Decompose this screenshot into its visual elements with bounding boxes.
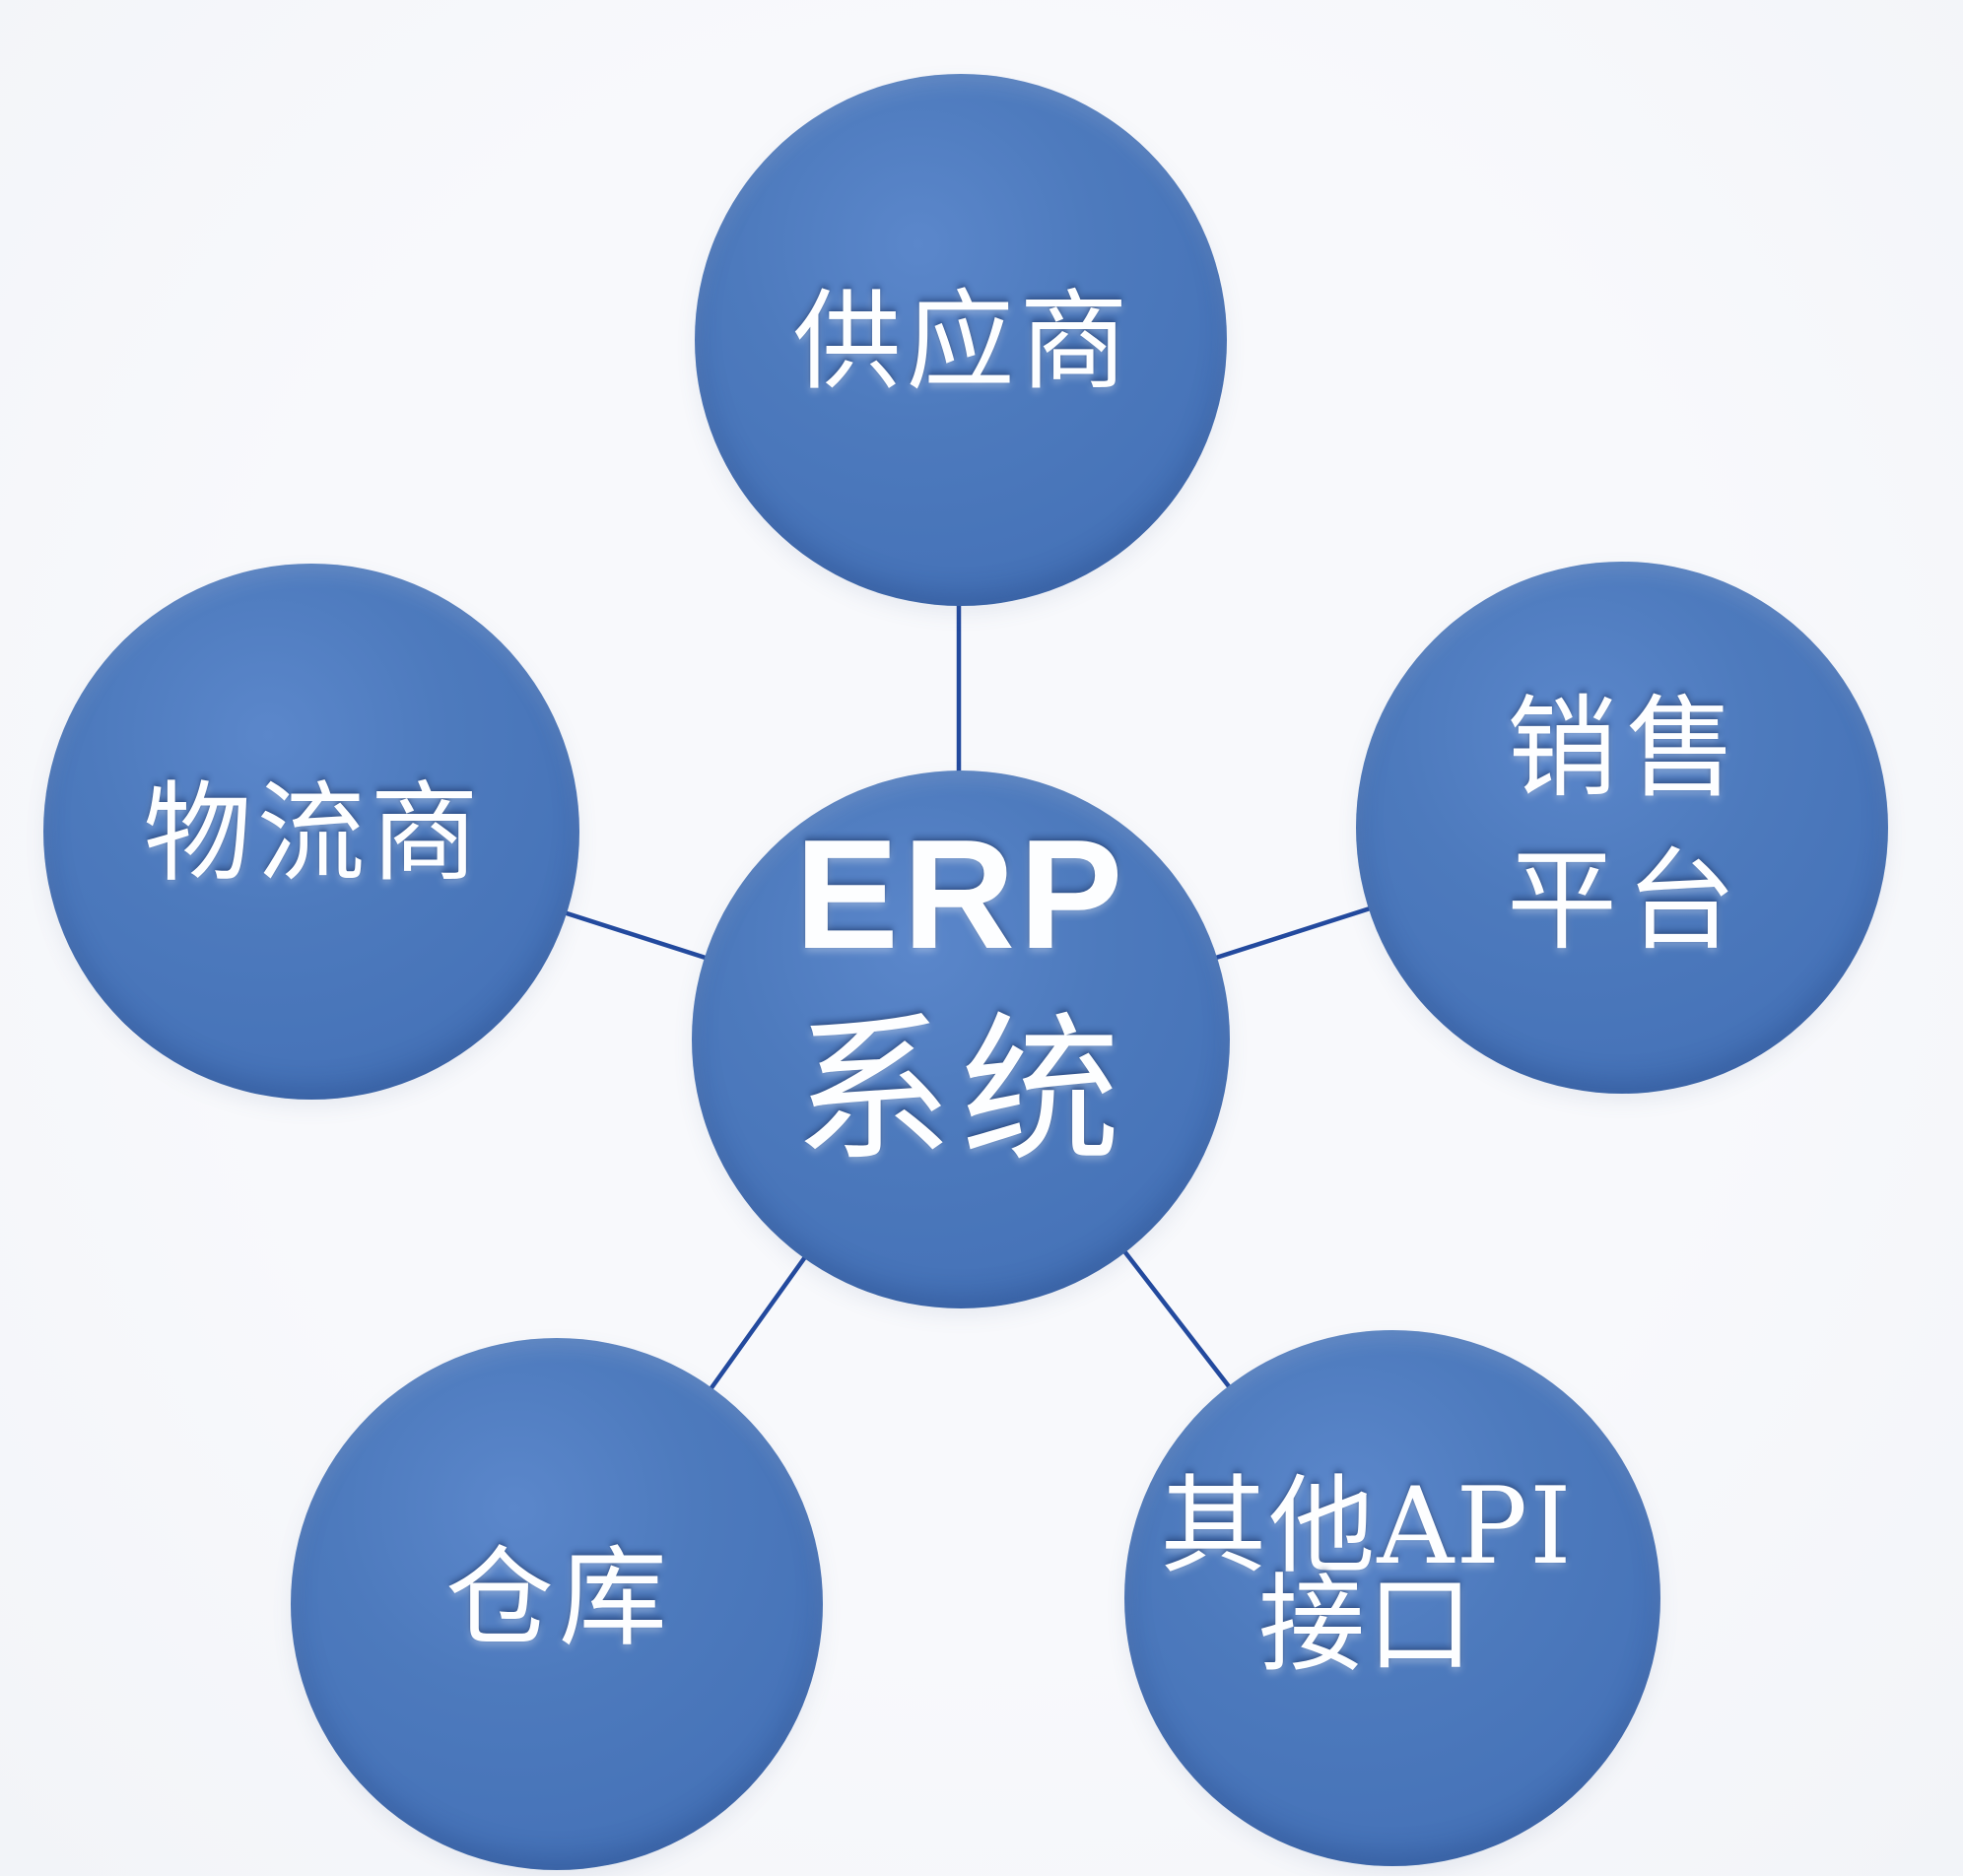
node-label: ERP 系统 — [793, 801, 1128, 1195]
erp-subtitle: 系统 — [793, 999, 1128, 1184]
node-label: 物流商 — [143, 770, 484, 897]
node-label: 供应商 — [792, 279, 1133, 405]
node-label-line1: 销售 — [1507, 685, 1745, 813]
erp-title: ERP — [794, 808, 1127, 981]
node-label: 其他API 接口 — [1160, 1465, 1574, 1687]
node-label-line2: 平台 — [1507, 838, 1745, 966]
node-label: 仓库 — [445, 1535, 672, 1661]
node-label-line2: 接口 — [1257, 1564, 1475, 1687]
node-supplier: 供应商 — [695, 74, 1227, 606]
node-sales-platform: 销售 平台 — [1356, 562, 1888, 1094]
node-label: 销售 平台 — [1507, 673, 1745, 978]
node-other-api: 其他API 接口 — [1124, 1330, 1660, 1866]
node-logistics-provider: 物流商 — [43, 564, 579, 1100]
node-label-line1: 其他API — [1160, 1465, 1574, 1588]
node-erp-system: ERP 系统 — [692, 770, 1230, 1308]
node-warehouse: 仓库 — [291, 1338, 823, 1870]
